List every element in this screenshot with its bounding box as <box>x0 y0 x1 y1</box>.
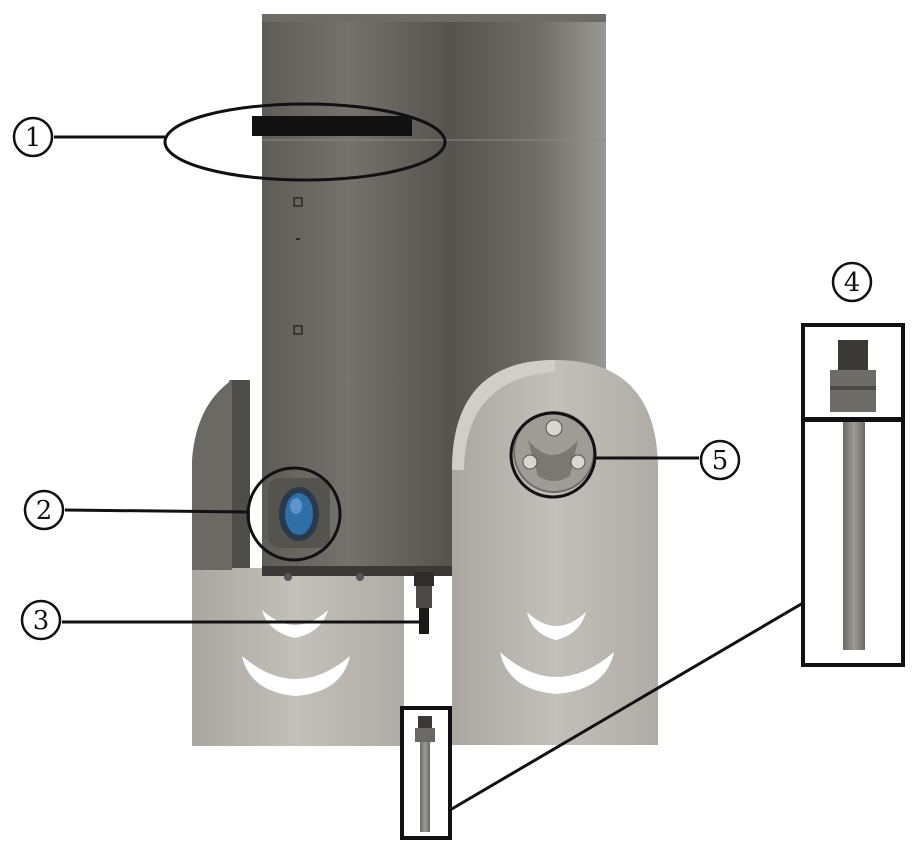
callout-2: 2 <box>23 466 342 562</box>
top-slot <box>252 116 412 136</box>
callout-circle <box>246 466 342 562</box>
zoom-line <box>449 601 804 812</box>
callout-number: 4 <box>844 268 861 298</box>
blue-button <box>268 478 330 548</box>
bracket-slot-icon <box>527 612 586 640</box>
callout-3: 3 <box>20 599 420 641</box>
callout-badge <box>23 489 65 531</box>
callout-number: 3 <box>33 606 50 636</box>
adjustment-knob <box>513 411 595 493</box>
callout-badge <box>20 599 62 641</box>
callout-1: 1 <box>12 102 447 182</box>
bolt-detail-box <box>801 323 905 667</box>
bracket-slot-icon <box>262 610 328 638</box>
callout-4: 4 <box>831 261 873 303</box>
small-bolt-box <box>400 706 452 840</box>
callout-number: 1 <box>25 123 42 153</box>
callout-circle <box>509 411 597 499</box>
bracket-slot-icon <box>500 652 614 694</box>
callout-5: 5 <box>509 411 741 499</box>
callout-ellipse <box>163 102 447 182</box>
right-bracket <box>452 360 658 745</box>
sensor-tube <box>252 14 606 581</box>
callout-badge <box>831 261 873 303</box>
callout-badge <box>12 116 54 158</box>
left-bracket <box>192 380 404 746</box>
callout-badge <box>699 439 741 481</box>
callout-number: 2 <box>36 496 53 526</box>
cable-gland <box>414 572 434 634</box>
callout-number: 5 <box>712 446 729 476</box>
bracket-slot-icon <box>242 656 350 696</box>
